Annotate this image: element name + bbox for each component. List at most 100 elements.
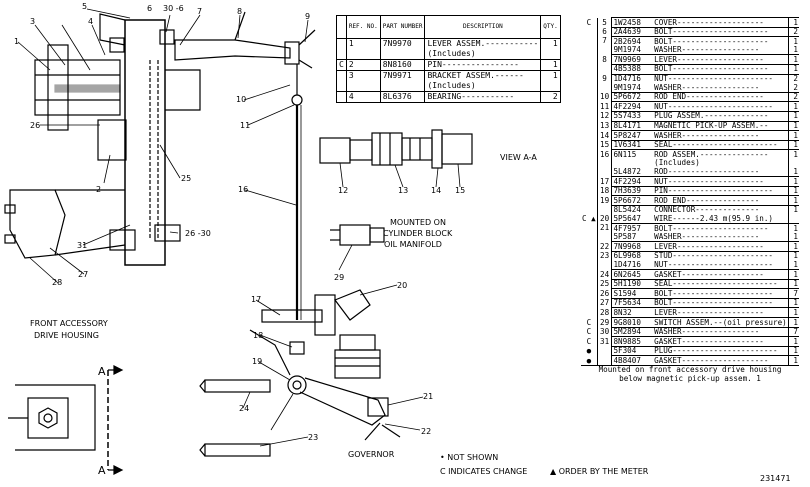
list-cell-ref: 20 <box>596 214 613 224</box>
list-cell-chg: C <box>586 317 592 327</box>
list-cell-ref: 19 <box>596 195 613 206</box>
list-cell-desc: SEAL----------------------- <box>653 139 789 150</box>
parts-table-row: (Includes) <box>337 81 561 92</box>
front-accessory-label-2: DRIVE HOUSING <box>34 331 99 340</box>
list-cell-qty: 1 <box>787 355 799 366</box>
list-cell-chg <box>581 74 597 83</box>
list-cell-ref <box>596 346 613 356</box>
callout-9: 9 <box>305 12 310 21</box>
list-cell-pn: 8L5424 <box>611 204 654 215</box>
list-cell-ref <box>596 232 613 242</box>
callout-26: 26 <box>30 121 40 130</box>
list-cell-chg <box>581 83 597 92</box>
list-cell-pn: 9M1974 <box>613 82 641 92</box>
parts-cell-ref: 3 <box>345 70 381 81</box>
list-cell-pn: 5S7433 <box>611 110 654 122</box>
list-cell-desc: NUT----------------------- <box>653 73 789 84</box>
parts-cell-qty: 1 <box>540 38 561 49</box>
list-cell-pn: 7N9968 <box>611 241 654 252</box>
parts-cell-pn: 8N8160 <box>379 59 425 71</box>
list-cell-desc: WASHER----------------- <box>653 130 789 141</box>
list-cell-desc: ROD END----------------- <box>653 91 789 102</box>
col-qty: QTY. <box>540 15 561 39</box>
governor-drawing <box>249 289 401 441</box>
list-cell-chg <box>581 308 597 318</box>
list-cell-pn: 2B2694 <box>611 36 654 46</box>
lever-assembly-drawing <box>174 11 316 320</box>
list-cell-pn: 1W2458 <box>611 17 654 28</box>
list-cell-chg <box>581 46 597 55</box>
list-cell-pn: 6L9968 <box>611 250 654 261</box>
list-cell-desc: WIRE------2.43 m(95.9 in.) <box>654 213 773 223</box>
list-cell-ref <box>596 45 613 55</box>
list-cell-qty: 1 <box>787 167 799 177</box>
list-cell-desc: GASKET------------------ <box>653 336 789 347</box>
front-accessory-label-1: FRONT ACCESSORY <box>30 319 108 328</box>
list-cell-desc: PIN----------------------- <box>653 185 789 196</box>
list-cell-pn: 5P6672 <box>611 195 654 206</box>
parts-cell-chg <box>337 81 347 92</box>
stud-drawing <box>199 379 271 457</box>
list-cell-chg <box>581 37 597 46</box>
list-cell-ref: 8 <box>596 54 613 65</box>
list-cell-ref: 23 <box>596 251 613 261</box>
parts-cell-pn <box>379 49 425 60</box>
list-cell-pn: 5H1190 <box>611 278 654 289</box>
list-cell-chg <box>581 260 597 269</box>
list-cell-desc: BOLT---------------------- <box>653 288 789 299</box>
callout-26-30: 26 -30 <box>185 229 211 238</box>
list-cell-desc: WASHER----------------- <box>654 45 760 55</box>
callout-20: 20 <box>397 281 407 290</box>
list-cell-qty: 1 <box>787 110 799 122</box>
list-cell-pn: 6N2645 <box>611 269 654 280</box>
list-cell-pn: 6N115 <box>611 149 654 159</box>
parts-table-header: REF. NO. PART NUMBER DESCRIPTION QTY. <box>336 15 561 39</box>
list-cell-ref: 27 <box>596 298 613 308</box>
parts-cell-ref <box>345 49 381 60</box>
parts-cell-chg <box>336 70 347 81</box>
callout-10: 10 <box>236 95 246 104</box>
list-cell-ref: 10 <box>596 92 613 102</box>
callout-19: 19 <box>252 357 262 366</box>
callout-12: 12 <box>338 186 348 195</box>
list-cell-qty: 1 <box>787 278 799 289</box>
list-cell-desc: GASKET------------------- <box>653 355 789 366</box>
list-cell-ref <box>596 83 613 93</box>
list-cell-pn: 7H3639 <box>611 185 654 196</box>
list-cell-chg <box>581 205 597 214</box>
callout-13: 13 <box>398 186 408 195</box>
list-cell-desc: (Includes) <box>654 158 700 168</box>
list-cell-desc: CONNECTOR-------------- <box>653 204 789 215</box>
parts-cell-ref: 4 <box>345 91 381 103</box>
list-cell-qty <box>787 158 799 168</box>
list-cell-chg <box>581 159 597 168</box>
list-cell-qty: 1 <box>787 250 799 261</box>
list-cell-pn: 8N32 <box>611 307 654 318</box>
col-ref-no: REF. NO. <box>345 15 381 39</box>
list-cell-desc: ROD-------------------- <box>654 167 760 176</box>
list-cell-pn: 1D4716 <box>611 73 654 84</box>
list-cell-ref: 5 <box>596 17 613 28</box>
list-cell-chg <box>581 92 597 102</box>
callout-31: 31 <box>77 241 87 250</box>
parts-cell-desc: (Includes) <box>424 49 541 60</box>
callout-17: 17 <box>251 295 261 304</box>
parts-cell-desc: LEVER ASSEM.----------- <box>424 38 541 49</box>
list-cell-desc: PLUG----------------------- <box>653 345 789 356</box>
list-cell-qty: 1 <box>787 130 799 141</box>
parts-cell-desc: BEARING----------- <box>424 91 541 103</box>
list-cell-ref: 18 <box>596 186 613 196</box>
list-cell-qty: 1 <box>787 185 799 196</box>
